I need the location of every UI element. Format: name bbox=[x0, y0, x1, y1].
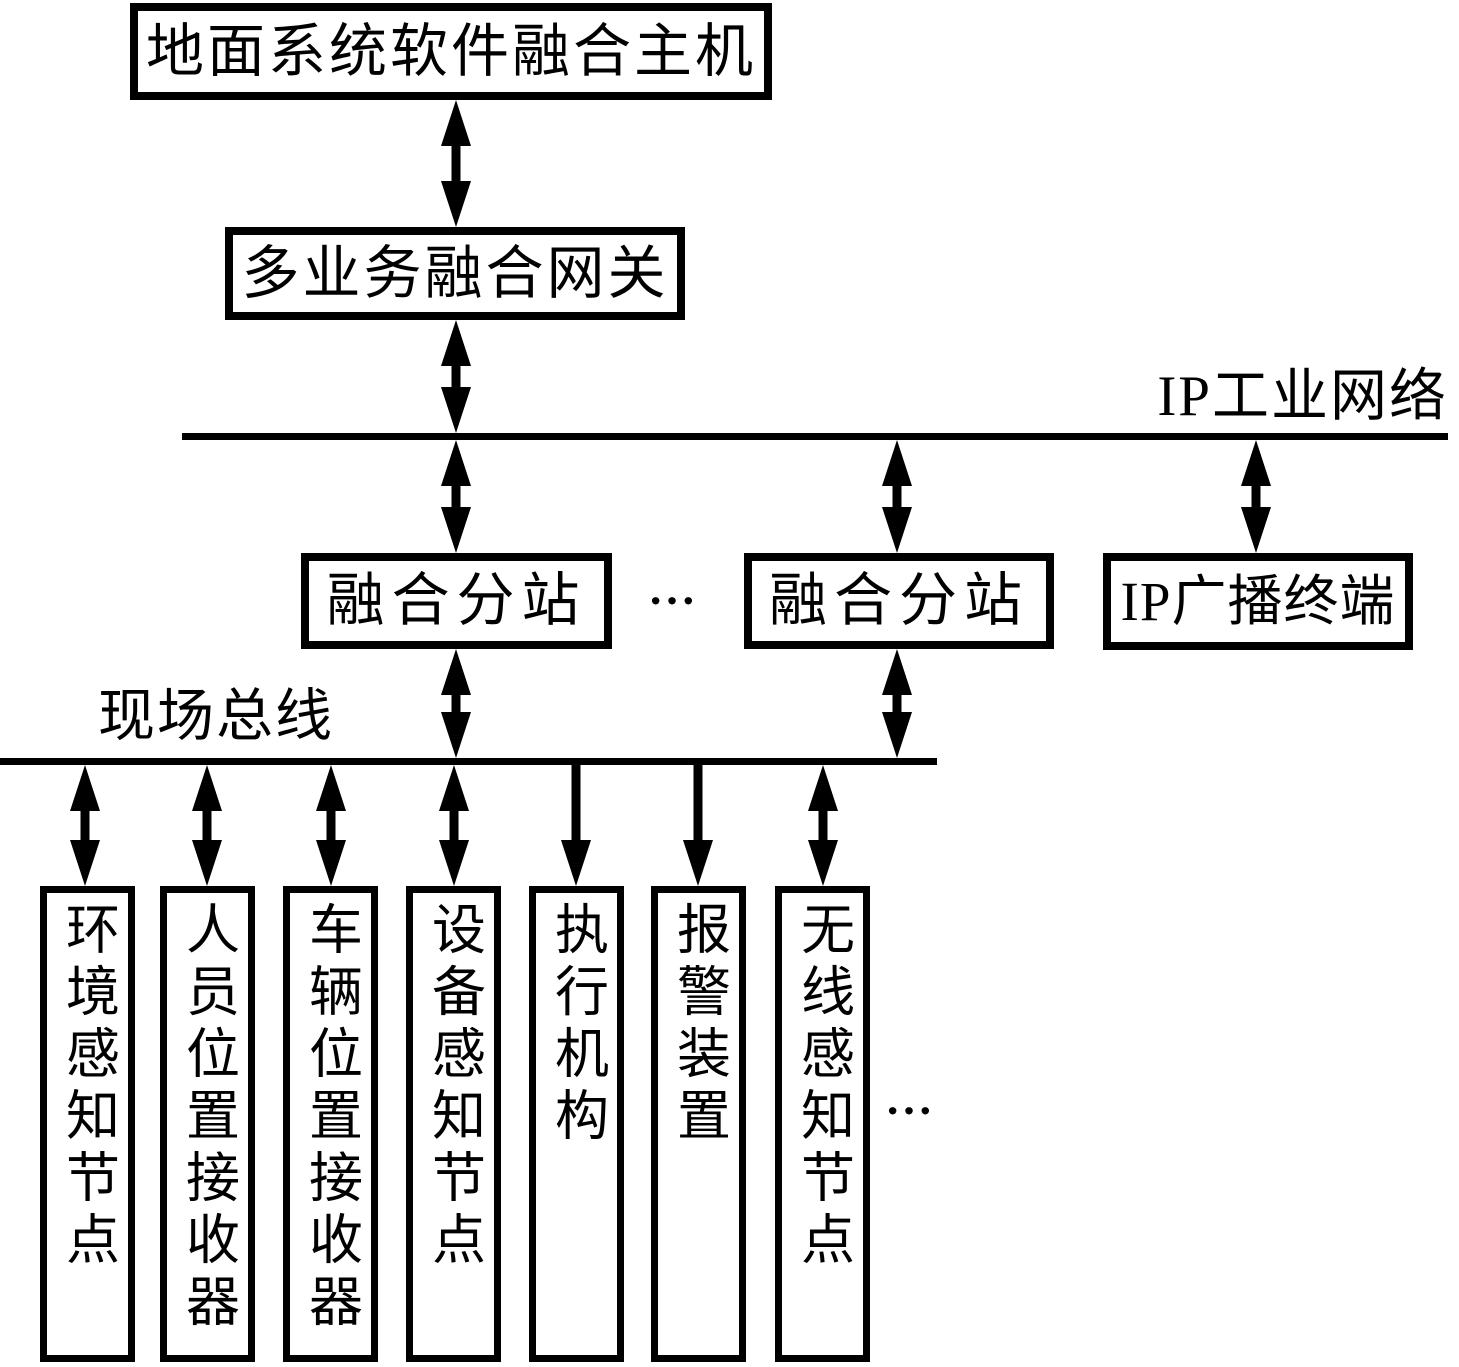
node-environment-sensing: 环境感知节点 bbox=[40, 886, 135, 1362]
node-wireless-sensing-label: 无线感知节点 bbox=[792, 901, 853, 1273]
node-fusion-substation-left-label: 融合分站 bbox=[326, 568, 587, 633]
down-arrow-icon bbox=[558, 765, 594, 886]
double-arrow-icon bbox=[67, 765, 103, 886]
double-arrow-icon bbox=[436, 765, 472, 886]
node-ground-host-label: 地面系统软件融合主机 bbox=[145, 18, 756, 84]
ip-network-bus-line bbox=[182, 433, 1448, 440]
field-bus-label: 现场总线 bbox=[98, 685, 334, 748]
node-equipment-sensing: 设备感知节点 bbox=[406, 886, 501, 1362]
down-arrow-icon bbox=[680, 765, 716, 886]
node-personnel-position-receiver-label: 人员位置接收器 bbox=[177, 901, 238, 1335]
node-fusion-substation-right-label: 融合分站 bbox=[768, 568, 1029, 633]
field-bus-line bbox=[0, 758, 937, 765]
node-ground-host: 地面系统软件融合主机 bbox=[130, 3, 772, 100]
node-gateway: 多业务融合网关 bbox=[225, 227, 685, 320]
node-fusion-substation-right: 融合分站 bbox=[744, 553, 1054, 649]
double-arrow-icon bbox=[313, 765, 349, 886]
double-arrow-icon bbox=[879, 440, 915, 553]
node-personnel-position-receiver: 人员位置接收器 bbox=[160, 886, 255, 1362]
field-devices-ellipsis: ··· bbox=[885, 1085, 935, 1136]
node-alarm-device-label: 报警装置 bbox=[668, 901, 729, 1149]
ip-network-bus-label: IP工业网络 bbox=[1157, 365, 1448, 428]
node-vehicle-position-receiver: 车辆位置接收器 bbox=[283, 886, 378, 1362]
node-gateway-label: 多业务融合网关 bbox=[241, 240, 669, 306]
double-arrow-icon bbox=[1238, 440, 1274, 553]
node-ip-broadcast-terminal-label: IP广播终端 bbox=[1120, 571, 1396, 632]
node-fusion-substation-left: 融合分站 bbox=[301, 553, 612, 649]
double-arrow-icon bbox=[438, 649, 474, 758]
node-alarm-device: 报警装置 bbox=[651, 886, 746, 1362]
node-vehicle-position-receiver-label: 车辆位置接收器 bbox=[300, 901, 361, 1335]
double-arrow-icon bbox=[879, 649, 915, 758]
double-arrow-icon bbox=[438, 320, 474, 433]
node-environment-sensing-label: 环境感知节点 bbox=[57, 901, 118, 1273]
double-arrow-icon bbox=[805, 765, 841, 886]
double-arrow-icon bbox=[438, 440, 474, 553]
node-equipment-sensing-label: 设备感知节点 bbox=[423, 901, 484, 1273]
node-ip-broadcast-terminal: IP广播终端 bbox=[1103, 553, 1413, 650]
node-actuator: 执行机构 bbox=[529, 886, 624, 1362]
double-arrow-icon bbox=[438, 100, 474, 227]
double-arrow-icon bbox=[189, 765, 225, 886]
substation-ellipsis: ··· bbox=[648, 575, 698, 626]
node-actuator-label: 执行机构 bbox=[546, 901, 607, 1149]
node-wireless-sensing: 无线感知节点 bbox=[775, 886, 870, 1362]
